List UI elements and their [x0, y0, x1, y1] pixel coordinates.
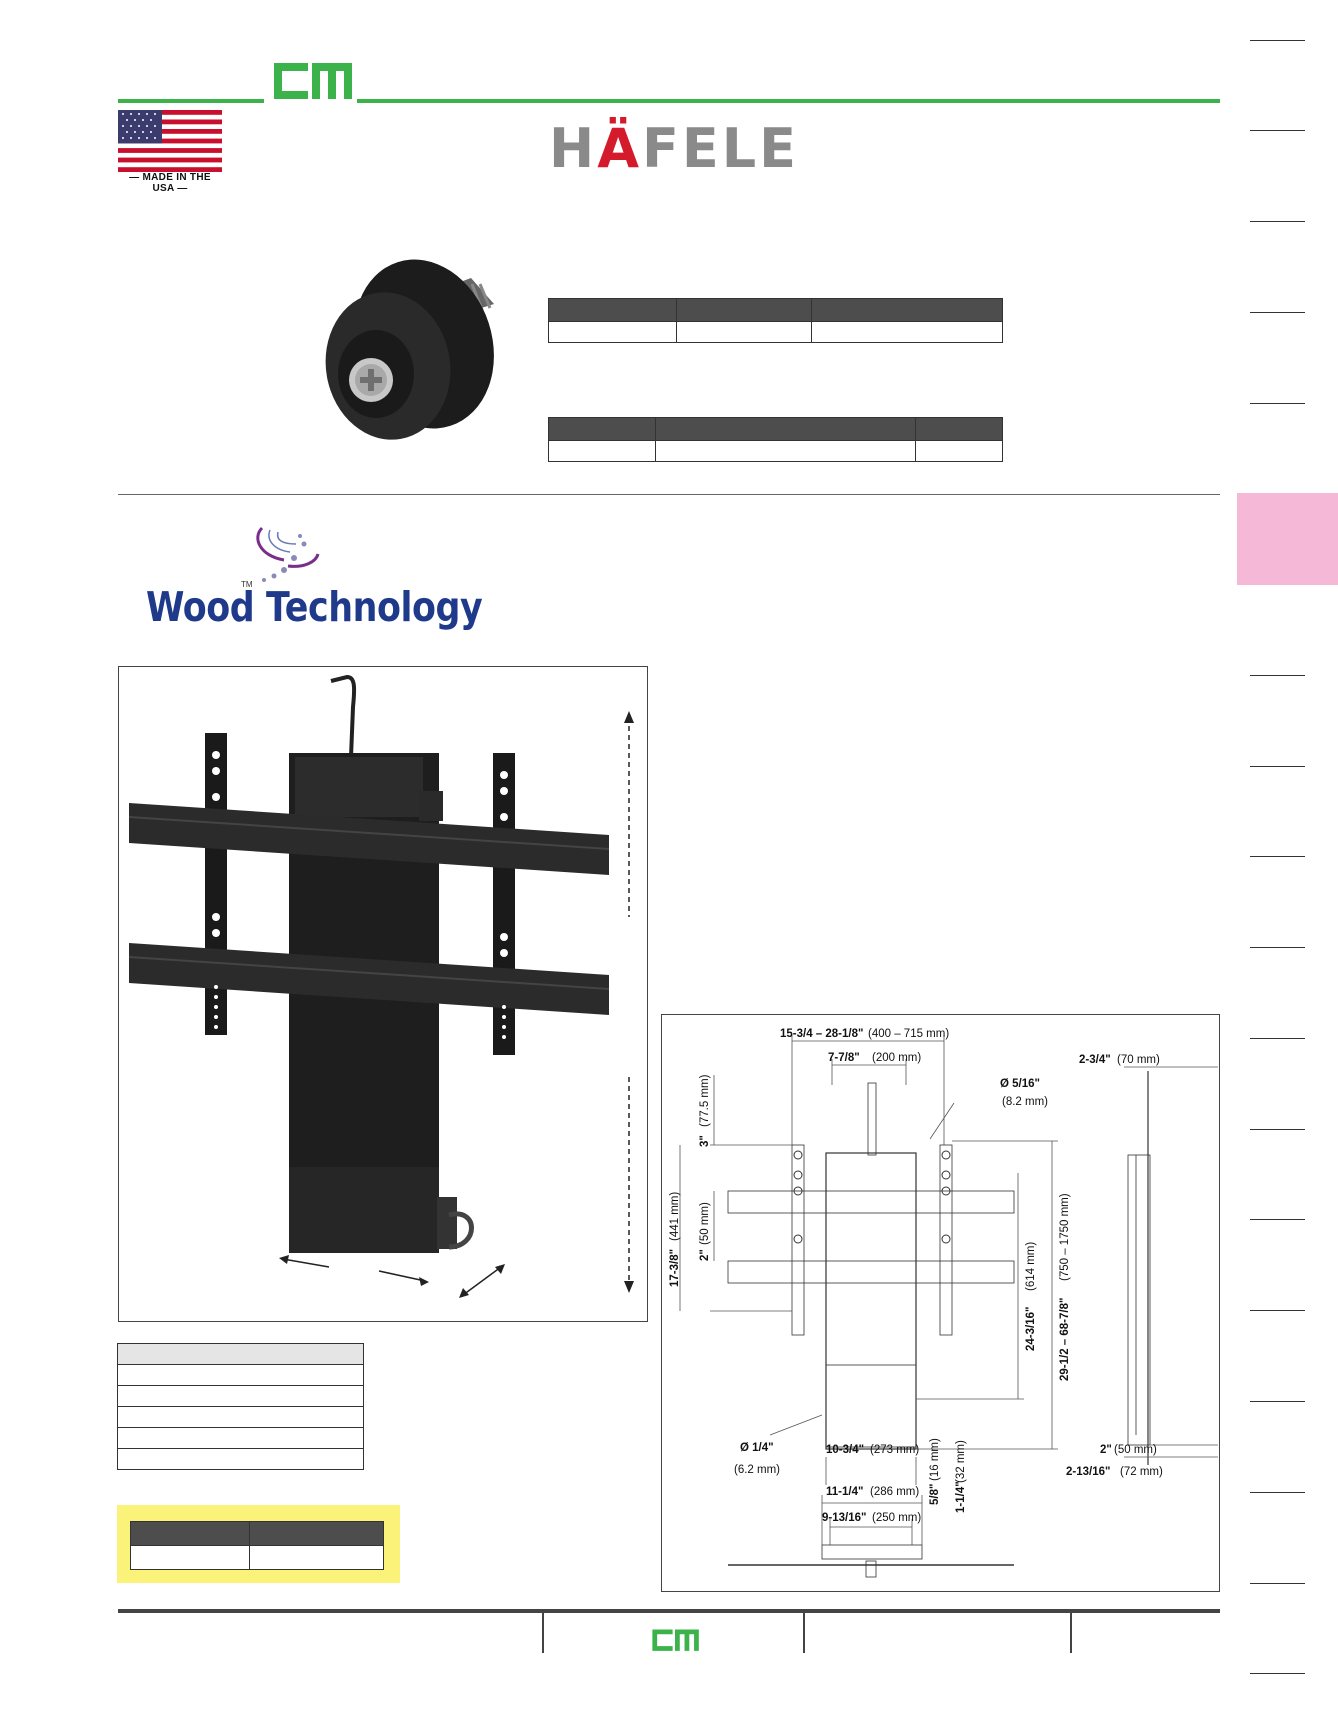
svg-text:Ø 5/16": Ø 5/16": [1000, 1078, 1040, 1090]
svg-text:(273 mm): (273 mm): [870, 1444, 919, 1456]
footer-divider-3: [1070, 1613, 1072, 1653]
svg-text:Ø 1/4": Ø 1/4": [740, 1442, 774, 1454]
svg-text:10-3/4": 10-3/4": [826, 1444, 864, 1456]
svg-text:(6.2 mm): (6.2 mm): [734, 1464, 780, 1476]
svg-text:(8.2 mm): (8.2 mm): [1002, 1096, 1048, 1108]
cm-logo-icon: [274, 63, 352, 99]
svg-text:2": 2": [699, 1249, 711, 1261]
svg-text:(50 mm): (50 mm): [1114, 1444, 1157, 1456]
svg-text:9-13/16": 9-13/16": [822, 1512, 866, 1524]
svg-text:(750 – 1750 mm): (750 – 1750 mm): [1059, 1193, 1071, 1281]
svg-text:1-1/4": 1-1/4": [955, 1481, 967, 1513]
footer-cm-logo-icon: [652, 1629, 699, 1651]
svg-text:(77.5 mm): (77.5 mm): [699, 1074, 711, 1127]
bumper-product-image: [325, 259, 494, 440]
trademark-label: TM: [241, 580, 253, 589]
svg-text:(16 mm): (16 mm): [929, 1438, 941, 1481]
section-tab[interactable]: [1237, 493, 1338, 585]
wood-technology-logo: Wood Technology: [146, 583, 483, 631]
product-table-2: [548, 417, 1003, 462]
svg-text:(400 – 715 mm): (400 – 715 mm): [868, 1028, 949, 1040]
us-flag-icon: [118, 110, 222, 172]
svg-text:5/8": 5/8": [929, 1484, 941, 1505]
footer-divider-2: [803, 1613, 805, 1653]
made-in-usa-label: — MADE IN THE USA —: [129, 172, 211, 194]
header-green-line-left: [118, 99, 264, 103]
product-table-1: [548, 298, 1003, 343]
svg-text:11-1/4": 11-1/4": [826, 1486, 863, 1498]
svg-text:7-7/8": 7-7/8": [828, 1052, 860, 1064]
svg-text:29-1/2 – 68-7/8": 29-1/2 – 68-7/8": [1059, 1298, 1071, 1381]
section-divider: [118, 494, 1220, 495]
footer-divider-1: [542, 1613, 544, 1653]
svg-text:2-3/4": 2-3/4": [1079, 1054, 1111, 1066]
tv-lift-photo-frame: [118, 666, 648, 1322]
hafele-logo: HÄFELE: [549, 117, 800, 180]
header-green-line-right: [357, 99, 1220, 103]
svg-text:2": 2": [1100, 1444, 1112, 1456]
svg-text:(70 mm): (70 mm): [1117, 1054, 1160, 1066]
tv-lift-photo: [128, 674, 634, 1298]
svg-text:2-13/16": 2-13/16": [1066, 1466, 1110, 1478]
technical-diagram-frame: 15-3/4 – 28-1/8" (400 – 715 mm) 7-7/8" (…: [661, 1014, 1220, 1592]
svg-text:(614 mm): (614 mm): [1025, 1242, 1037, 1291]
svg-text:(441 mm): (441 mm): [669, 1192, 681, 1241]
svg-text:(32 mm): (32 mm): [955, 1440, 967, 1483]
order-table: [130, 1521, 384, 1570]
svg-text:(72 mm): (72 mm): [1120, 1466, 1163, 1478]
svg-text:15-3/4 – 28-1/8": 15-3/4 – 28-1/8": [780, 1028, 863, 1040]
svg-text:(200 mm): (200 mm): [872, 1052, 921, 1064]
svg-text:17-3/8": 17-3/8": [669, 1249, 681, 1287]
svg-text:24-3/16": 24-3/16": [1025, 1307, 1037, 1351]
spec-table: [117, 1343, 364, 1470]
technical-diagram: 15-3/4 – 28-1/8" (400 – 715 mm) 7-7/8" (…: [669, 1028, 1218, 1578]
wood-technology-swirl-icon: [256, 526, 320, 582]
svg-text:(250 mm): (250 mm): [872, 1512, 921, 1524]
svg-text:(50 mm): (50 mm): [699, 1202, 711, 1245]
svg-text:3": 3": [699, 1135, 711, 1147]
svg-text:(286 mm): (286 mm): [870, 1486, 919, 1498]
footer-rule: [118, 1609, 1220, 1613]
